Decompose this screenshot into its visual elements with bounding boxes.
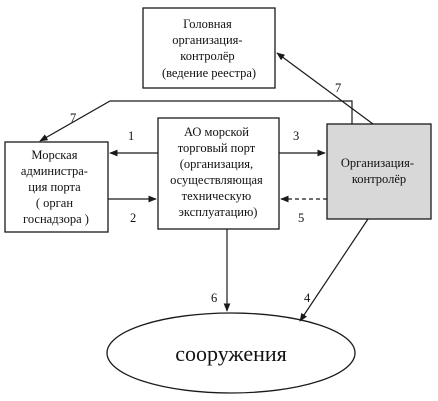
edge-7b: 7 — [39, 100, 353, 142]
edge-4: 4 — [299, 218, 369, 322]
node-port-admin-line-3: ция порта — [28, 180, 81, 194]
node-registry: Головная организация- контролёр (ведение… — [142, 7, 276, 89]
svg-text:АО морской торговый порт: АО морской торговый порт (организация, о… — [170, 125, 266, 219]
node-port-operator-line-4: осуществляющая — [170, 173, 263, 187]
node-registry-line-4: (ведение реестра) — [162, 66, 256, 80]
edge-4-label: 4 — [304, 291, 311, 305]
node-port-operator: АО морской торговый порт (организация, о… — [157, 117, 280, 230]
edge-2: 2 — [108, 195, 157, 225]
node-registry-line-3: контролёр — [180, 49, 234, 63]
node-port-operator-line-6: эксплуатацию) — [179, 205, 258, 219]
edge-3: 3 — [279, 129, 326, 157]
svg-text:Головная организация-: Головная организация- контролёр (ведение… — [162, 17, 256, 80]
node-port-operator-line-1: АО морской — [184, 125, 249, 139]
node-port-admin-line-2: администра- — [21, 164, 88, 178]
edge-2-label: 2 — [130, 211, 136, 225]
node-controller-line-1: Организация- — [341, 156, 414, 170]
edge-7b-label: 7 — [70, 111, 76, 125]
edge-5-label: 5 — [298, 211, 304, 225]
node-structures: сооружения — [106, 312, 356, 394]
edge-5: 5 — [280, 195, 327, 225]
edge-7a-label: 7 — [335, 81, 341, 95]
node-port-admin-line-4: ( орган — [36, 196, 73, 210]
node-port-admin-line-1: Морская — [31, 148, 77, 162]
node-port-operator-line-5: техническую — [182, 189, 252, 203]
node-controller: Организация- контролёр — [326, 123, 432, 220]
edge-7a: 7 — [276, 52, 374, 125]
node-registry-line-2: организация- — [172, 33, 242, 47]
svg-text:Организация- контролёр: Организация- контролёр — [341, 156, 417, 186]
node-structures-label: сооружения — [175, 341, 287, 366]
node-port-admin-line-5: госнадзора ) — [23, 212, 89, 226]
node-port-admin: Морская администра- ция порта ( орган го… — [4, 141, 109, 233]
edge-3-label: 3 — [293, 129, 299, 143]
edge-1-label: 1 — [128, 129, 134, 143]
node-registry-line-1: Головная — [183, 17, 232, 31]
node-port-operator-line-2: торговый порт — [178, 141, 256, 155]
svg-text:Морская администра-: Морская администра- ция порта ( орган го… — [21, 148, 91, 226]
edge-6-label: 6 — [211, 291, 217, 305]
node-controller-line-2: контролёр — [352, 172, 406, 186]
edge-6: 6 — [211, 229, 231, 312]
node-port-operator-line-3: (организация, — [180, 157, 253, 171]
edge-1: 1 — [109, 129, 158, 157]
